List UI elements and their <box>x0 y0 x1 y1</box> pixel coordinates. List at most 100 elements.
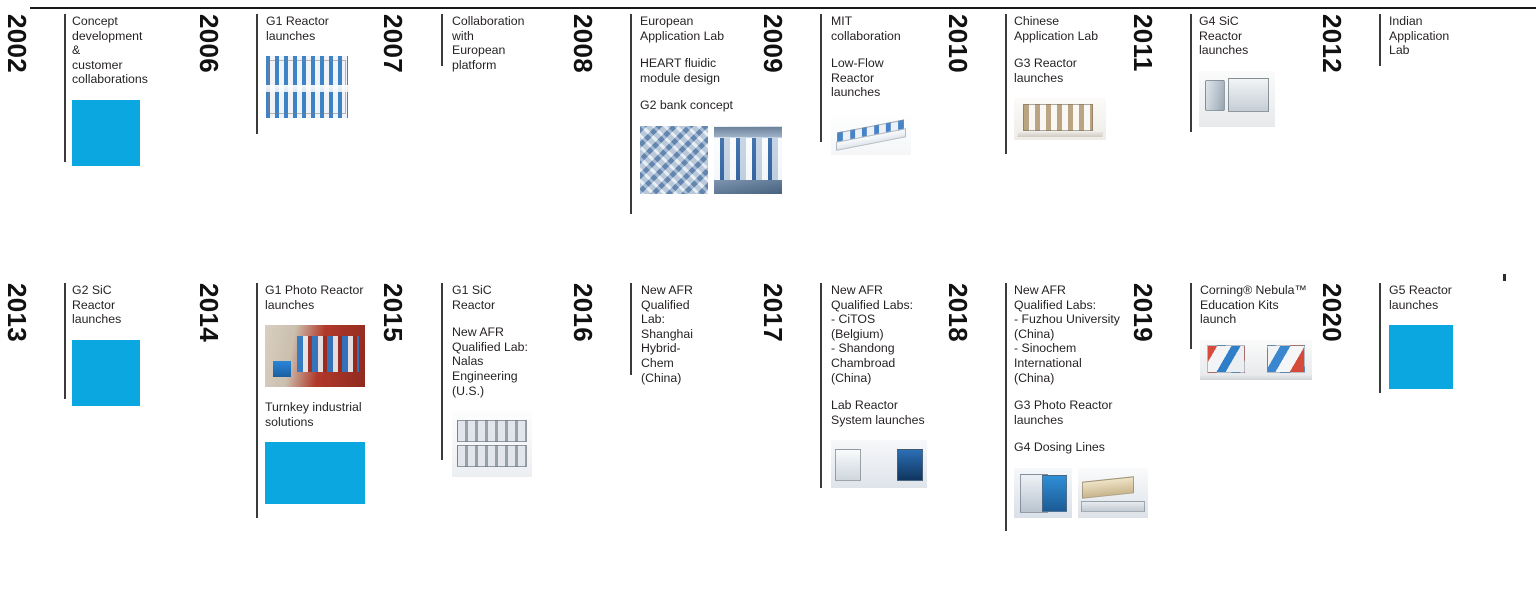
entry-content-2019: Corning® Nebula™ Education Kits launch <box>1200 283 1312 380</box>
entry-content-2012: Indian Application Lab <box>1389 14 1449 58</box>
year-divider-2012 <box>1379 14 1381 66</box>
media-group <box>1200 339 1312 380</box>
blue-placeholder-swatch <box>72 99 140 166</box>
milestone-text: MIT collaboration <box>831 14 901 43</box>
milestone-text: G2 SiC Reactor launches <box>72 283 122 327</box>
entry-content-2006: G1 Reactor launches <box>266 14 348 119</box>
g1-photo-reactor-photo <box>265 325 365 388</box>
milestone-text: Lab Reactor System launches <box>831 398 925 427</box>
media-group <box>1199 70 1275 127</box>
year-divider-2018 <box>1005 283 1007 531</box>
milestone-text: Turnkey industrial solutions <box>265 400 362 429</box>
media-group <box>831 112 911 155</box>
year-label-2016: 2016 <box>568 283 598 343</box>
lab-reactor-system-photo <box>831 440 927 489</box>
milestone-text: New AFR Qualified Lab: Nalas Engineering… <box>452 325 528 398</box>
low-flow-reactor-photo <box>831 112 911 155</box>
blue-placeholder-swatch <box>1389 325 1453 390</box>
entry-content-2018: New AFR Qualified Labs: - Fuzhou Univers… <box>1014 283 1148 518</box>
nebula-education-kits-photo <box>1200 339 1312 380</box>
milestone-text: European Application Lab <box>640 14 725 43</box>
timeline-top-rule <box>30 7 1536 9</box>
year-divider-2009 <box>820 14 822 142</box>
milestone-text: Concept development & customer collabora… <box>72 14 148 87</box>
entry-content-2016: New AFR Qualified Lab: Shanghai Hybrid-C… <box>641 283 693 385</box>
milestone-text: Corning® Nebula™ Education Kits launch <box>1200 283 1307 327</box>
year-divider-2013 <box>64 283 66 399</box>
media-group <box>640 125 782 194</box>
milestone-text: New AFR Qualified Lab: Shanghai Hybrid-C… <box>641 283 693 385</box>
milestone-text: Collaboration with European platform <box>452 14 525 72</box>
year-divider-2006 <box>256 14 258 134</box>
year-label-2007: 2007 <box>378 14 408 74</box>
year-label-2018: 2018 <box>943 283 973 343</box>
g3-reactor-photo <box>1014 98 1106 141</box>
year-divider-2008 <box>630 14 632 214</box>
year-divider-2019 <box>1190 283 1192 349</box>
year-divider-2014 <box>256 283 258 518</box>
year-divider-2015 <box>441 283 443 460</box>
milestone-text: G1 Reactor launches <box>266 14 329 43</box>
heart-fluidic-module-photo <box>640 125 708 194</box>
year-divider-2011 <box>1190 14 1192 132</box>
milestone-text: G1 SiC Reactor <box>452 283 496 312</box>
year-label-2012: 2012 <box>1317 14 1347 74</box>
year-divider-2002 <box>64 14 66 162</box>
milestone-text: Low-Flow Reactor launches <box>831 56 884 100</box>
year-label-2020: 2020 <box>1317 283 1347 343</box>
media-group <box>1014 98 1106 141</box>
entry-content-2013: G2 SiC Reactor launches <box>72 283 140 406</box>
media-group <box>452 411 532 478</box>
media-group <box>1389 325 1453 390</box>
year-divider-2016 <box>630 283 632 375</box>
entry-content-2017: New AFR Qualified Labs: - CiTOS (Belgium… <box>831 283 927 489</box>
milestone-text: G3 Reactor launches <box>1014 56 1077 85</box>
milestone-text: G4 SiC Reactor launches <box>1199 14 1249 58</box>
blue-placeholder-swatch <box>265 442 365 505</box>
year-divider-2007 <box>441 14 443 66</box>
media-group <box>72 99 148 166</box>
stray-mark <box>1503 274 1506 281</box>
entry-content-2007: Collaboration with European platform <box>452 14 524 72</box>
year-divider-2017 <box>820 283 822 488</box>
year-label-2017: 2017 <box>758 283 788 343</box>
entry-content-2002: Concept development & customer collabora… <box>72 14 148 166</box>
milestone-text: Chinese Application Lab <box>1014 14 1099 43</box>
year-label-2013: 2013 <box>2 283 32 343</box>
milestone-text: New AFR Qualified Labs: - Fuzhou Univers… <box>1014 283 1120 385</box>
media-group <box>265 325 365 388</box>
milestone-text: HEART fluidic module design <box>640 56 720 85</box>
milestone-text: G4 Dosing Lines <box>1014 440 1105 455</box>
media-group <box>265 442 365 505</box>
g2-bank-concept-photo <box>714 125 782 194</box>
media-group <box>1014 467 1148 518</box>
milestone-text: G1 Photo Reactor launches <box>265 283 364 312</box>
year-divider-2020 <box>1379 283 1381 393</box>
year-label-2006: 2006 <box>194 14 224 74</box>
nalas-engineering-reactor-photo <box>452 411 532 478</box>
blue-placeholder-swatch <box>72 339 140 406</box>
g4-sic-reactor-photo <box>1199 70 1275 127</box>
year-label-2010: 2010 <box>943 14 973 74</box>
year-label-2008: 2008 <box>568 14 598 74</box>
milestone-text: G2 bank concept <box>640 98 733 113</box>
entry-content-2010: Chinese Application Lab G3 Reactor launch… <box>1014 14 1106 141</box>
year-label-2009: 2009 <box>758 14 788 74</box>
g4-dosing-line-photo-a <box>1014 467 1072 518</box>
entry-content-2020: G5 Reactor launches <box>1389 283 1453 390</box>
g1-reactor-photo <box>266 56 348 119</box>
milestone-text: New AFR Qualified Labs: - CiTOS (Belgium… <box>831 283 914 385</box>
g4-dosing-line-photo-b <box>1078 467 1148 518</box>
year-label-2011: 2011 <box>1128 14 1158 72</box>
milestone-text: G3 Photo Reactor launches <box>1014 398 1113 427</box>
media-group <box>831 440 927 489</box>
media-group <box>72 339 140 406</box>
milestone-text: G5 Reactor launches <box>1389 283 1452 312</box>
entry-content-2011: G4 SiC Reactor launches <box>1199 14 1275 127</box>
year-label-2015: 2015 <box>378 283 408 343</box>
year-label-2014: 2014 <box>194 283 224 343</box>
